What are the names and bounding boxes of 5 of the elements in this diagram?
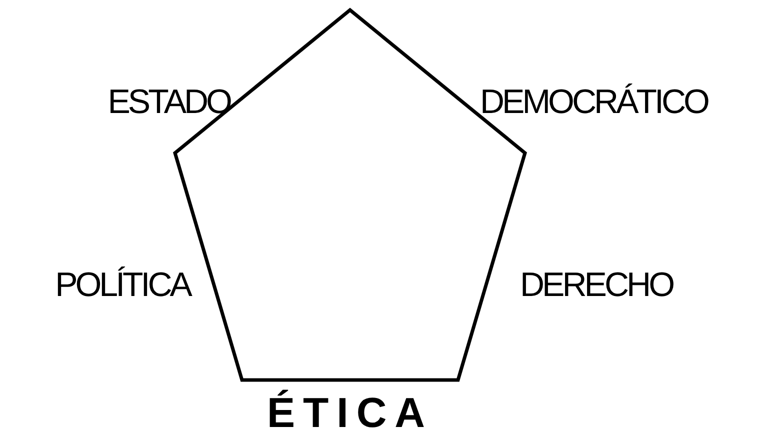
side-label: POLÍTICA [55, 268, 190, 302]
side-label: DERECHO [520, 268, 673, 302]
side-label: ESTADO [108, 85, 230, 119]
side-label: ÉTICA [267, 392, 433, 434]
side-label: DEMOCRÁTICO [480, 85, 708, 119]
